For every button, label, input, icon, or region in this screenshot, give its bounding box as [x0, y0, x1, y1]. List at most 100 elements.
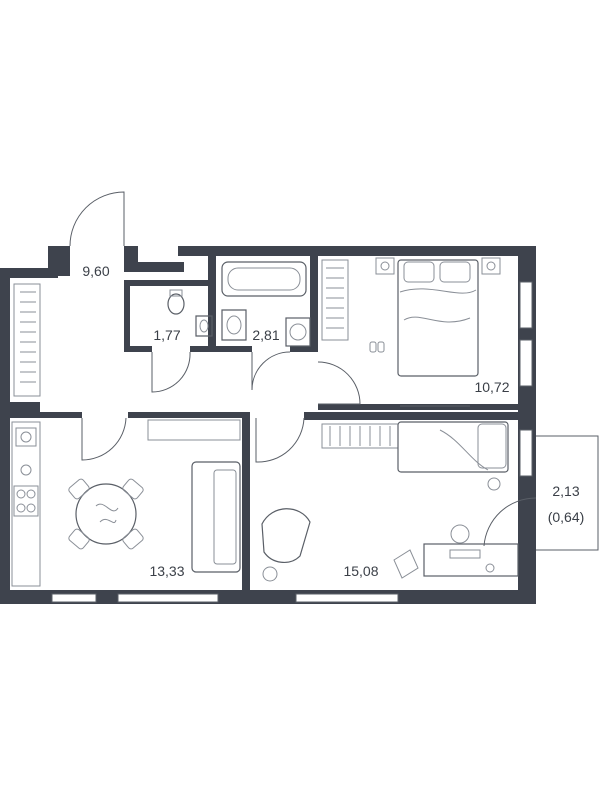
kitchen-sink-drain	[20, 431, 32, 443]
wardrobe-hall-hangers	[20, 291, 36, 383]
wall-north	[178, 246, 536, 256]
wall-kitchen-corner	[10, 402, 40, 418]
wall-bath-bedroom	[310, 256, 318, 352]
doors	[69, 191, 361, 463]
lamp-left	[380, 261, 390, 271]
wall-east	[518, 246, 536, 604]
toilet-tank	[169, 289, 183, 297]
kitchen-furniture	[11, 419, 241, 587]
side-table	[262, 566, 278, 582]
wall-kitchen-top-right	[128, 412, 246, 418]
burner-2	[26, 489, 36, 499]
living-furniture	[261, 405, 519, 582]
sofa	[191, 461, 241, 573]
window-living-east	[519, 429, 533, 477]
chair-4	[122, 528, 144, 550]
bathtub	[221, 261, 307, 297]
area-label-bedroom: 10,72	[474, 379, 509, 395]
cooktop	[13, 485, 39, 517]
lamp-right	[486, 261, 496, 271]
kitchen-sink	[15, 427, 37, 447]
burner-3	[16, 503, 26, 513]
desk-chair	[450, 524, 470, 544]
wall-bedroom-bottom	[318, 404, 518, 410]
slipper-left	[369, 341, 377, 353]
bed-sheet	[399, 288, 477, 323]
wall-bath-bottom	[290, 346, 318, 352]
slipper-right	[377, 341, 385, 353]
wardrobe-bedroom	[321, 259, 349, 341]
table-decor	[95, 503, 119, 524]
balcony-outline	[536, 435, 599, 551]
chair-2	[122, 478, 144, 500]
wall-hall-jamb-left	[48, 246, 70, 276]
area-label-bathroom: 2,81	[252, 327, 279, 343]
walls	[0, 246, 536, 604]
window-living	[295, 593, 399, 603]
dining-table	[75, 483, 137, 545]
sanitary	[167, 261, 311, 347]
nightstand-left	[375, 257, 395, 275]
balcony-door-swing	[483, 497, 537, 547]
wall-kitchen-top-left	[40, 412, 82, 418]
wall-north-hall-left	[0, 268, 58, 278]
wardrobe-living-hangers	[329, 426, 391, 446]
door-wc	[151, 351, 191, 393]
wall-wc-top	[124, 280, 214, 286]
burner-1	[16, 489, 26, 499]
wc-sink-bowl	[199, 319, 209, 333]
burner-4	[26, 503, 36, 513]
area-label-wc: 1,77	[153, 327, 180, 343]
kitchen-shelf	[147, 419, 241, 441]
door-kitchen	[81, 417, 127, 461]
living-ball	[487, 477, 501, 491]
wardrobe-bedroom-hangers	[326, 267, 344, 329]
wall-wc-bottom-right	[190, 346, 252, 352]
windows	[51, 281, 533, 603]
wall-living-top	[304, 412, 518, 420]
desk	[423, 543, 519, 577]
door-living	[255, 417, 305, 463]
wall-west	[0, 268, 10, 604]
pillow-right	[439, 261, 471, 283]
area-label-kitchen: 13,33	[149, 563, 184, 579]
living-pillow	[477, 423, 507, 469]
bathtub-inner	[227, 267, 301, 291]
armchair	[261, 508, 311, 563]
toilet	[167, 293, 185, 315]
area-label-balcony: 2,13	[552, 483, 579, 499]
washing-machine-drum	[289, 323, 307, 341]
bedroom-furniture	[369, 257, 501, 377]
kitchen-tap	[20, 464, 32, 476]
desk-lamp	[485, 563, 495, 573]
wardrobes	[13, 259, 399, 449]
door-bedroom	[317, 361, 361, 405]
area-label-living: 15,08	[343, 563, 378, 579]
chair-3	[68, 528, 90, 550]
monitor	[449, 549, 481, 559]
nightstand-right	[481, 257, 501, 275]
wall-wc-bath	[208, 256, 216, 352]
window-bedroom-1	[519, 281, 533, 329]
kitchen-counter	[11, 421, 41, 587]
wall-wc-bottom-left	[124, 346, 152, 352]
wall-wc-left	[124, 280, 130, 352]
bath-sink	[221, 309, 247, 341]
balcony	[483, 435, 599, 551]
bath-sink-bowl	[226, 315, 242, 335]
bed	[397, 259, 479, 377]
washing-machine	[285, 317, 311, 347]
window-bedroom-2	[519, 339, 533, 387]
living-bed	[397, 421, 509, 473]
pillow-left	[403, 261, 435, 283]
entrance-door	[69, 191, 125, 247]
area-labels: 9,60 1,77 2,81 10,72 13,33 15,08 2,13 (0…	[82, 263, 584, 579]
living-sheet	[439, 429, 489, 471]
wall-kitchen-living	[242, 412, 250, 592]
area-label-hall: 9,60	[82, 263, 109, 279]
toy-robot	[393, 549, 419, 579]
window-kitchen-1	[51, 593, 97, 603]
wall-north-wc-step	[124, 262, 184, 272]
area-label-balcony-secondary: (0,64)	[548, 509, 585, 525]
